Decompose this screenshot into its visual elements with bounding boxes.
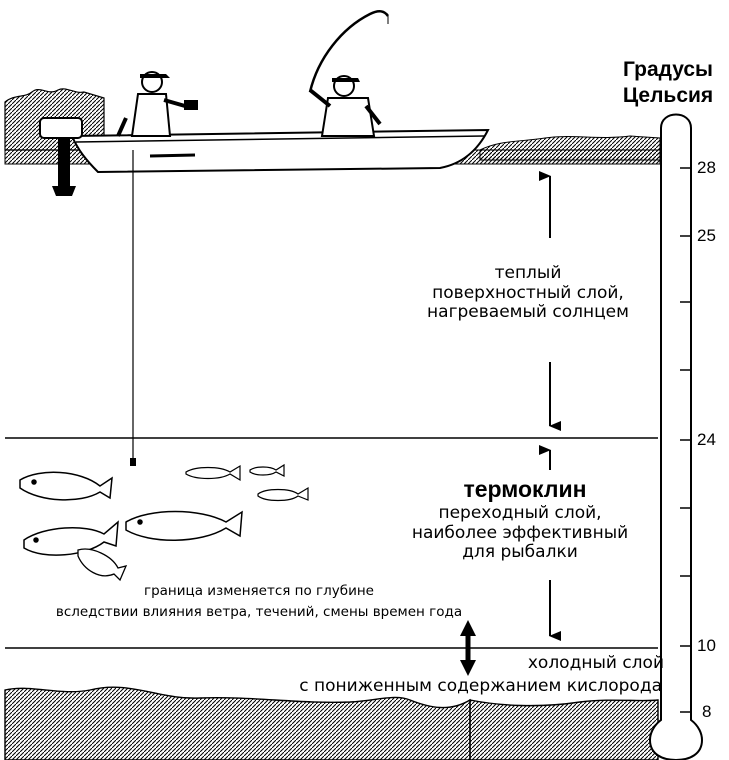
thermocline-line1: переходный слой, [438, 503, 602, 523]
thermometer-ticks [680, 167, 692, 713]
scale-title-line2: Цельсия [622, 84, 714, 107]
fish-3 [249, 463, 285, 477]
thermocline-heading: термоклин [463, 476, 587, 502]
fish-6 [23, 520, 119, 556]
tick-label-25: 25 [697, 226, 716, 245]
lure [130, 458, 136, 466]
thermocline-line2: наиболее эффективный [411, 522, 629, 543]
motor-shaft [58, 138, 70, 190]
lake-bottom [4, 686, 471, 760]
scale-title-line1: Градусы [623, 58, 713, 81]
fish-5 [125, 510, 243, 541]
outboard-motor [39, 117, 83, 139]
fisherman-right [308, 75, 382, 137]
fish-7 [77, 548, 128, 582]
tick-label-24: 24 [697, 430, 716, 449]
fish-4 [257, 486, 309, 502]
fisherman-left [116, 71, 198, 137]
fishing-rod [308, 10, 390, 93]
warm-layer-line2: поверхностный слой, [432, 282, 624, 303]
fish-1 [19, 471, 113, 501]
tick-label-8: 8 [702, 702, 712, 721]
cold-layer-line2: с пониженным содержанием кислорода [299, 676, 662, 696]
boundary-note-line2: вследствии влияния ветра, течений, смены… [55, 603, 463, 620]
boundary-note-line1: граница изменяется по глубине [143, 583, 374, 599]
thermometer [648, 113, 704, 760]
cold-layer-line1: холодный слой [527, 653, 664, 673]
warm-layer-label: теплый поверхностный слой, нагреваемый с… [388, 263, 668, 323]
tick-label-10: 10 [697, 636, 716, 655]
warm-layer-line3: нагреваемый солнцем [427, 302, 629, 323]
fish-2 [185, 464, 241, 482]
lake-bottom-right [469, 699, 659, 760]
motor-prop [52, 186, 76, 196]
warm-layer-line1: теплый [494, 263, 562, 283]
boundary-note: граница изменяется по глубине вследствии… [4, 583, 514, 620]
boat-rail [75, 135, 485, 143]
boat-stripe [149, 153, 196, 158]
tick-label-28: 28 [697, 158, 716, 177]
boundary-double-arrow [460, 620, 476, 676]
thermocline-description: переходный слой, наиболее эффективный дл… [370, 503, 670, 563]
thermocline-line3: для рыбалки [462, 542, 578, 563]
